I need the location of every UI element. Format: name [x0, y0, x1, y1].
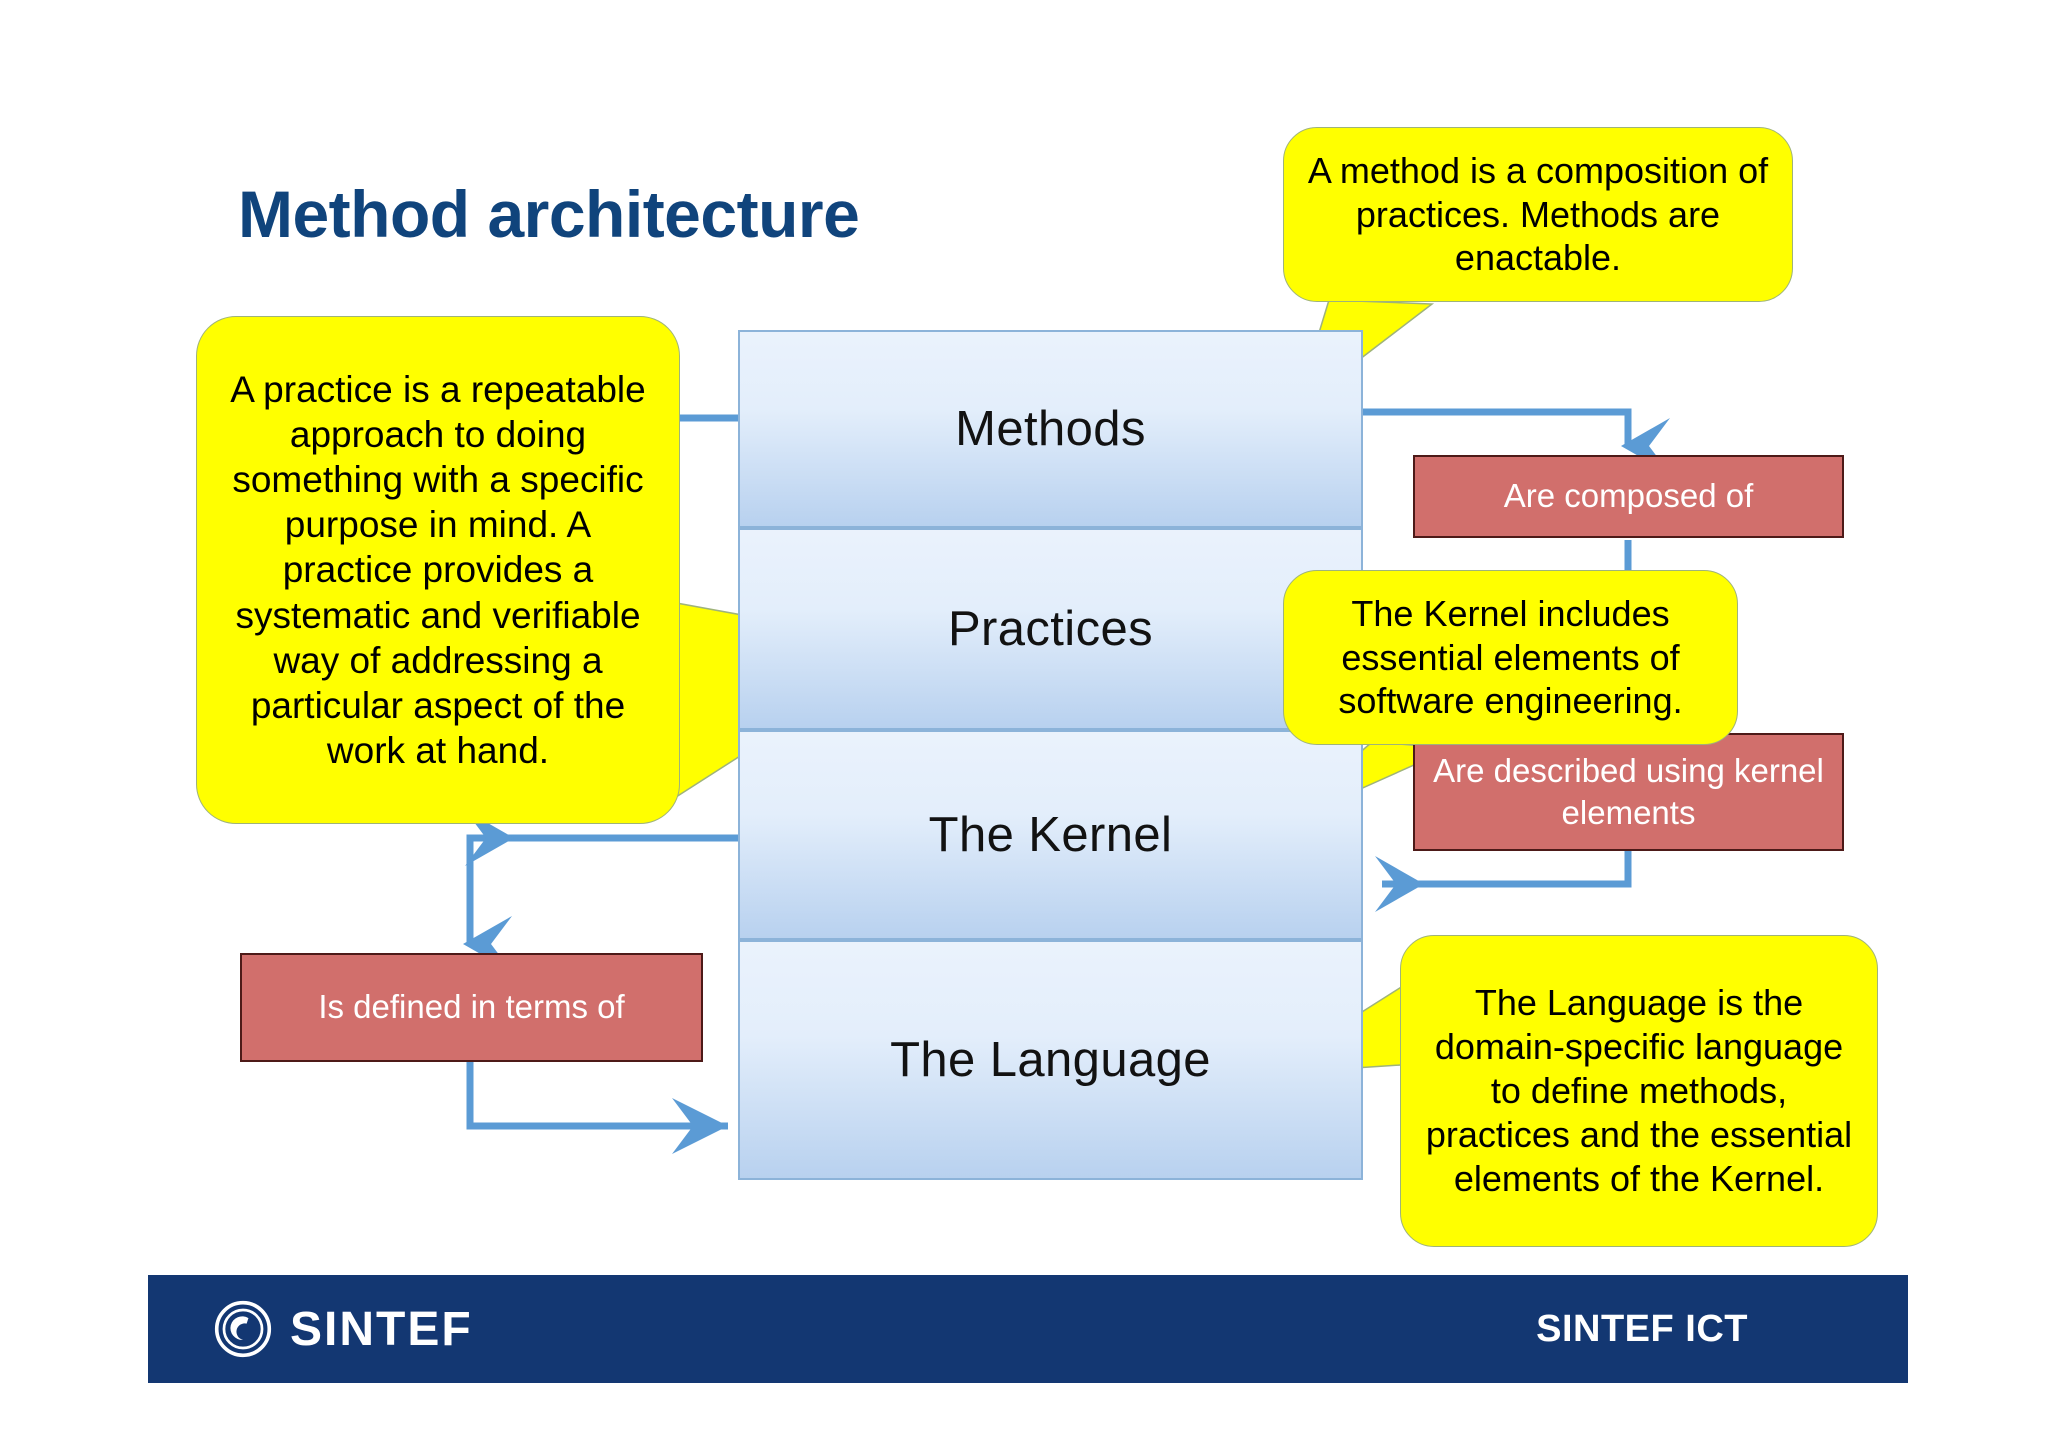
- connector-methods-to-composed: [1363, 408, 1670, 474]
- stack-layer-practices[interactable]: Practices: [738, 528, 1363, 730]
- stack-layer-practices-label: Practices: [947, 602, 1154, 656]
- connector-kernel-to-defined: [463, 810, 740, 972]
- connector-defined-to-language: [466, 1062, 728, 1154]
- page-title: Method architecture: [238, 177, 860, 251]
- sintef-circle-logo: [214, 1300, 272, 1358]
- relation-box-described-using[interactable]: Are described using kernel elements: [1413, 733, 1844, 851]
- stack-layer-language[interactable]: The Language: [738, 940, 1363, 1180]
- footer-bar: SINTEF SINTEF ICT: [148, 1275, 1908, 1383]
- method-architecture-stack: Methods Practices The Kernel The Languag…: [738, 330, 1363, 1180]
- callout-practice[interactable]: A practice is a repeatable approach to d…: [196, 316, 680, 824]
- stack-layer-methods-label: Methods: [955, 402, 1146, 456]
- callout-language[interactable]: The Language is the domain-specific lang…: [1400, 935, 1878, 1247]
- footer-unit-text: SINTEF ICT: [1536, 1307, 1748, 1350]
- sintef-brand-text: SINTEF: [290, 1302, 473, 1356]
- sintef-logo: SINTEF: [214, 1300, 473, 1358]
- stack-layer-kernel-label: The Kernel: [928, 808, 1173, 862]
- callout-kernel[interactable]: The Kernel includes essential elements o…: [1283, 570, 1738, 745]
- relation-box-defined-in-terms-of[interactable]: Is defined in terms of: [240, 953, 703, 1062]
- callout-method[interactable]: A method is a composition of practices. …: [1283, 127, 1793, 302]
- stack-layer-kernel[interactable]: The Kernel: [738, 730, 1363, 940]
- relation-box-composed-of[interactable]: Are composed of: [1413, 455, 1844, 538]
- stack-layer-language-label: The Language: [890, 1033, 1211, 1087]
- stack-layer-methods[interactable]: Methods: [738, 330, 1363, 528]
